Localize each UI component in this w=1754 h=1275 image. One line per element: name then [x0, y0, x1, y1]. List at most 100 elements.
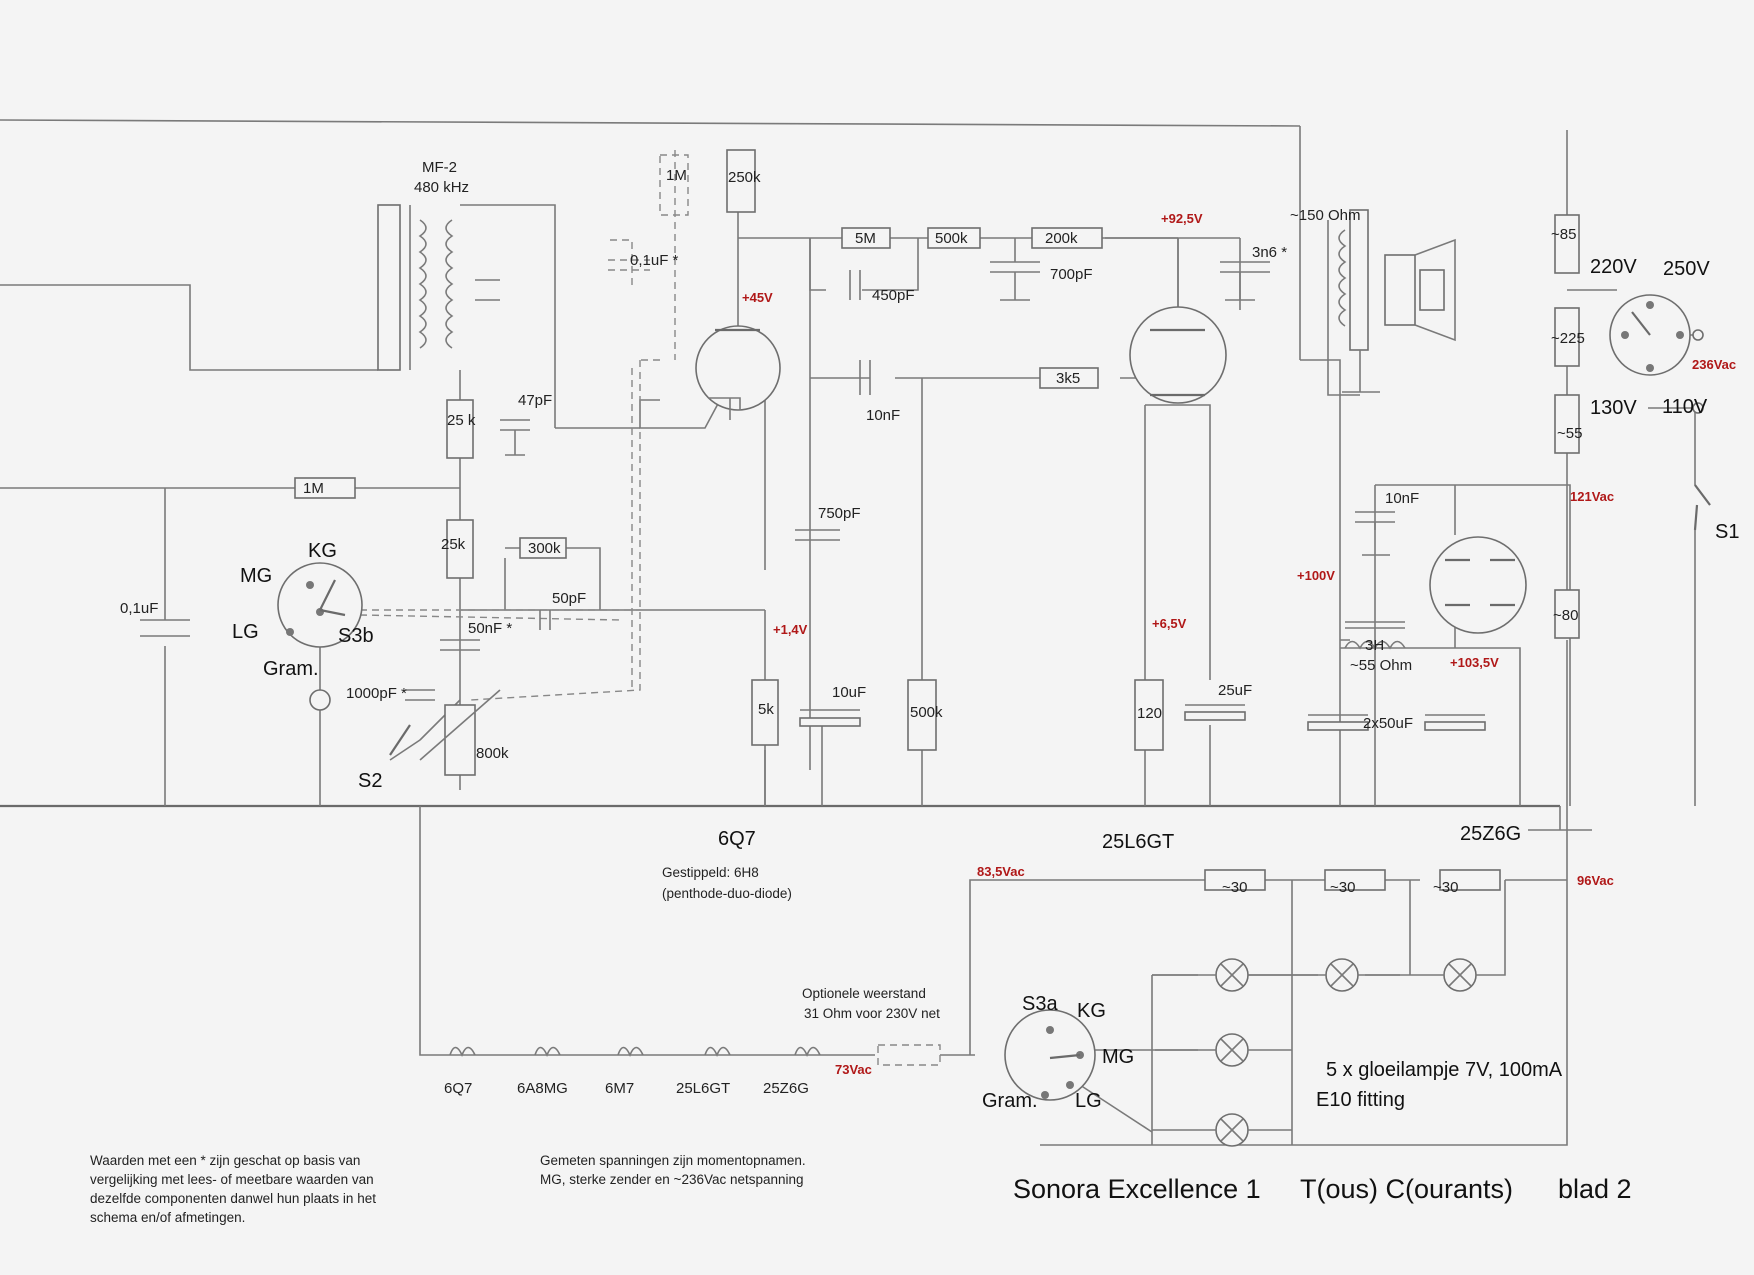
s3a-gram-label: Gram.	[982, 1090, 1038, 1112]
notes: Gestippeld: 6H8 (penthode-duo-diode) Opt…	[90, 865, 1563, 1225]
v14-label: +1,4V	[773, 622, 808, 637]
r-25k-a-label: 25 k	[447, 412, 476, 429]
c-25uf-label: 25uF	[1218, 682, 1252, 699]
v73-label: 73Vac	[835, 1062, 872, 1077]
c-01uf-left-label: 0,1uF	[120, 600, 158, 617]
s3a-label: S3a	[1022, 993, 1058, 1015]
dashed-note-line1: Gestippeld: 6H8	[662, 865, 759, 880]
c-50nf-label: 50nF *	[468, 620, 512, 637]
tap-220-label: 220V	[1590, 256, 1637, 278]
r-30-a-label: ~30	[1222, 879, 1247, 896]
r-500k-top-label: 500k	[935, 230, 968, 247]
v45-label: +45V	[742, 290, 773, 305]
heater-label-0: 6Q7	[444, 1080, 472, 1097]
c-450pf-label: 450pF	[872, 287, 915, 304]
v100-label: +100V	[1297, 568, 1335, 583]
r-30-c-label: ~30	[1433, 879, 1458, 896]
title-name: Sonora Excellence 1	[1013, 1174, 1261, 1204]
c-750pf-label: 750pF	[818, 505, 861, 522]
r-225-label: ~225	[1551, 330, 1585, 347]
heater-label-4: 25Z6G	[763, 1080, 809, 1097]
s3b-label: S3b	[338, 625, 374, 647]
choke-ohm-label: ~55 Ohm	[1350, 657, 1412, 674]
s3a-kg-label: KG	[1077, 1000, 1106, 1022]
components	[140, 149, 1711, 1147]
heater-label-3: 25L6GT	[676, 1080, 730, 1097]
tap-250-label: 250V	[1663, 258, 1710, 280]
choke-label: 3H	[1365, 637, 1384, 654]
title-sheet: blad 2	[1558, 1174, 1632, 1204]
mf2-label: MF-2	[422, 159, 457, 176]
s3a-mg-label: MG	[1102, 1046, 1134, 1068]
dashed-note-line2: (penthode-duo-diode)	[662, 886, 792, 901]
component-labels: MF-2 480 kHz 1M 250k 0,1uF * 5M 500k 200…	[120, 159, 1585, 896]
v835-label: 83,5Vac	[977, 864, 1025, 879]
heater-label-1: 6A8MG	[517, 1080, 568, 1097]
r-1m-mid-label: 1M	[303, 480, 324, 497]
r-250k-label: 250k	[728, 169, 761, 186]
speaker-ohm-label: ~150 Ohm	[1290, 207, 1360, 224]
r-3k5-label: 3k5	[1056, 370, 1080, 387]
c-10uf-label: 10uF	[832, 684, 866, 701]
r-300k-label: 300k	[528, 540, 561, 557]
estimate-note-line2: vergelijking met lees- of meetbare waard…	[90, 1172, 374, 1187]
c-50pf-label: 50pF	[552, 590, 586, 607]
optional-note-line1: Optionele weerstand	[802, 986, 926, 1001]
pot-800k-label: 800k	[476, 745, 509, 762]
c-10nf-right-label: 10nF	[1385, 490, 1419, 507]
stage-6q7-label: 6Q7	[718, 828, 756, 850]
measure-note-line1: Gemeten spanningen zijn momentopnamen.	[540, 1153, 806, 1168]
s3b-mg-label: MG	[240, 565, 272, 587]
s3b-kg-label: KG	[308, 540, 337, 562]
r-85-label: ~85	[1551, 226, 1576, 243]
tap-110-label: 110V	[1662, 396, 1708, 418]
s3b-lg-label: LG	[232, 621, 259, 643]
r-5k-label: 5k	[758, 701, 774, 718]
switch-labels: KG MG LG S3b Gram. S2 S1 S3a KG MG Gram.…	[232, 521, 1739, 1112]
c-1000pf-label: 1000pF *	[346, 685, 407, 702]
optional-note-line2: 31 Ohm voor 230V net	[804, 1006, 940, 1021]
c-47pf-label: 47pF	[518, 392, 552, 409]
s3a-lg-label: LG	[1075, 1090, 1102, 1112]
r-25k-b-label: 25k	[441, 536, 466, 553]
title-type: T(ous) C(ourants)	[1300, 1174, 1513, 1204]
v65-label: +6,5V	[1152, 616, 1187, 631]
c-2x50uf-label: 2x50uF	[1363, 715, 1413, 732]
r-500k-low-label: 500k	[910, 704, 943, 721]
s1-label: S1	[1715, 521, 1739, 543]
v92-label: +92,5V	[1161, 211, 1203, 226]
mains-tap-labels: 220V 250V 130V 110V	[1590, 256, 1710, 419]
v103-label: +103,5V	[1450, 655, 1499, 670]
r-5m-label: 5M	[855, 230, 876, 247]
r-55-label: ~55	[1557, 425, 1582, 442]
estimate-note-line3: dezelfde componenten danwel hun plaats i…	[90, 1191, 376, 1206]
c-01uf-label: 0,1uF *	[630, 252, 679, 269]
heater-label-2: 6M7	[605, 1080, 634, 1097]
r-30-b-label: ~30	[1330, 879, 1355, 896]
v96-label: 96Vac	[1577, 873, 1614, 888]
c-10nf-mid-label: 10nF	[866, 407, 900, 424]
estimate-note-line4: schema en/of afmetingen.	[90, 1210, 245, 1225]
heater-chain-labels: 6Q7 6A8MG 6M7 25L6GT 25Z6G	[444, 1080, 809, 1097]
r-1m-top-label: 1M	[666, 167, 687, 184]
c-700pf-label: 700pF	[1050, 266, 1093, 283]
s3b-gram-label: Gram.	[263, 658, 319, 680]
v121-label: 121Vac	[1570, 489, 1614, 504]
r-80-label: ~80	[1553, 607, 1578, 624]
lamps-note-line1: 5 x gloeilampje 7V, 100mA	[1326, 1059, 1563, 1081]
estimate-note-line1: Waarden met een * zijn geschat op basis …	[90, 1153, 360, 1168]
r-120-label: 120	[1137, 705, 1162, 722]
stage-25l6gt-label: 25L6GT	[1102, 831, 1174, 853]
lamps-note-line2: E10 fitting	[1316, 1089, 1405, 1111]
tap-130-label: 130V	[1590, 397, 1637, 419]
mf2-freq-label: 480 kHz	[414, 179, 469, 196]
voltage-labels: +45V +92,5V 236Vac 121Vac +100V +1,4V +6…	[742, 211, 1736, 1077]
stage-labels: 6Q7 25L6GT 25Z6G	[718, 823, 1521, 853]
stage-25z6g-label: 25Z6G	[1460, 823, 1521, 845]
s2-label: S2	[358, 770, 382, 792]
c-3n6-label: 3n6 *	[1252, 244, 1287, 261]
v236-label: 236Vac	[1692, 357, 1736, 372]
dashed-6h8-wiring	[359, 150, 689, 701]
